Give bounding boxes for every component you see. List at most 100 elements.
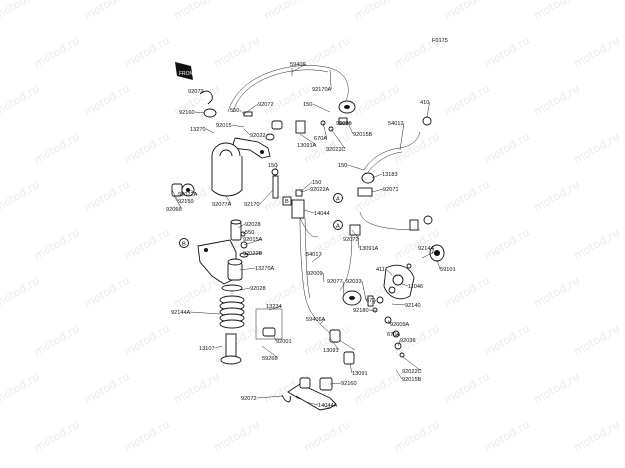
part-number-label: 13107 <box>199 346 215 352</box>
watermark-text: motod.ru <box>442 82 492 118</box>
leader-line <box>395 369 403 380</box>
leader-line <box>436 259 441 270</box>
leader-line <box>273 335 277 342</box>
leader-line <box>243 252 263 256</box>
leader-line <box>361 280 367 301</box>
leader-line <box>173 195 183 210</box>
part-number-label: 92180 <box>353 308 369 314</box>
part-number-label: 92071 <box>383 187 399 193</box>
watermark-text: motod.ru <box>572 130 622 166</box>
watermark-text: motod.ru <box>352 0 402 23</box>
part-number-label: 92009 <box>307 271 323 277</box>
watermark-text: motod.ru <box>442 0 492 23</box>
part-number-label: 92022A <box>178 192 198 198</box>
leader-line <box>205 128 215 134</box>
part-number-label: 550 <box>230 108 239 114</box>
watermark-text: motod.ru <box>212 418 262 454</box>
watermark-text: motod.ru <box>302 418 352 454</box>
watermark-text: motod.ru <box>482 130 532 166</box>
part-number-label: 13091 <box>352 371 368 377</box>
part-number-label: 92072 <box>188 89 204 95</box>
leader-line <box>322 272 325 283</box>
watermark-text: motod.ru <box>482 322 532 358</box>
leader-line <box>395 333 400 336</box>
part-number-label: 92001 <box>276 339 292 345</box>
watermark-text: motod.ru <box>172 0 222 23</box>
part-number-label: 92015A <box>243 237 263 243</box>
leader-line <box>243 238 263 246</box>
part-number-label: 11046 <box>408 284 423 290</box>
part-number-label: 92144A <box>171 310 191 316</box>
part-number-label: 13091A <box>359 246 379 252</box>
watermark-text: motod.ru <box>0 0 42 23</box>
leader-line <box>299 133 317 146</box>
part-number-label: 13270 <box>190 127 206 133</box>
bottom-bracket-assembly <box>281 377 337 411</box>
callout-b-upper: B <box>282 196 292 206</box>
part-number-label: 13091A <box>297 143 317 149</box>
leader-line <box>357 235 360 249</box>
leader-line <box>243 128 251 136</box>
leader-line <box>426 101 430 118</box>
leader-line <box>347 122 354 135</box>
left-lower-assembly <box>197 219 283 365</box>
leader-line <box>329 69 332 90</box>
watermark-text: motod.ru <box>392 418 442 454</box>
throttle-cable-right <box>357 116 432 197</box>
part-number-label: 92028 <box>250 286 266 292</box>
leader-line <box>319 318 326 325</box>
watermark-text: motod.ru <box>0 370 42 406</box>
watermark-text: motod.ru <box>122 34 172 70</box>
leader-line <box>322 122 328 139</box>
part-number-label: 14044A <box>318 403 338 409</box>
watermark-text: motod.ru <box>482 418 532 454</box>
watermark-text: motod.ru <box>572 322 622 358</box>
part-number-label: 670 <box>366 298 375 304</box>
bushings-13091 <box>329 329 355 365</box>
watermark-text: motod.ru <box>532 370 582 406</box>
watermark-text: motod.ru <box>122 322 172 358</box>
leader-line <box>401 283 409 287</box>
leader-line <box>347 164 365 171</box>
part-number-label: 92028 <box>245 222 261 228</box>
watermark-text: motod.ru <box>212 34 262 70</box>
watermark-text: motod.ru <box>262 82 312 118</box>
leader-line <box>312 103 331 113</box>
leader-line <box>329 337 340 351</box>
watermark-text: motod.ru <box>122 226 172 262</box>
leader-line <box>291 63 307 73</box>
part-number-label: 92022C <box>326 147 346 153</box>
part-number-label: 92160 <box>341 381 357 387</box>
part-number-label: 54017 <box>306 252 322 258</box>
watermark-text: motod.ru <box>532 178 582 214</box>
part-number-label: 670A <box>387 332 400 338</box>
callout-a-upper: A <box>333 193 343 203</box>
watermark-text: motod.ru <box>0 274 42 310</box>
leader-line <box>385 268 393 276</box>
leader-line <box>225 195 232 205</box>
part-number-label: 92072 <box>258 102 274 108</box>
watermark-text: motod.ru <box>82 0 132 23</box>
watermark-text: motod.ru <box>172 370 222 406</box>
leader-line <box>231 124 245 128</box>
watermark-text: motod.ru <box>532 82 582 118</box>
leader-line <box>431 247 435 255</box>
part-number-label: 92036 <box>400 338 416 344</box>
part-number-label: 150 <box>338 163 347 169</box>
leader-line <box>242 231 246 235</box>
part-number-label: 92077A <box>212 202 232 208</box>
part-number-label: 13183 <box>382 172 398 178</box>
callout-b-lower: B <box>179 238 189 248</box>
watermark-text: motod.ru <box>0 82 42 118</box>
watermark-text: motod.ru <box>32 34 82 70</box>
leader-line <box>373 299 376 305</box>
front-arrow-icon: FRONT <box>175 62 196 80</box>
part-number-label: 92022B <box>243 251 263 257</box>
watermark-text: motod.ru <box>32 322 82 358</box>
leader-line <box>189 189 198 195</box>
watermark-text: motod.ru <box>32 226 82 262</box>
leader-line <box>337 121 353 124</box>
